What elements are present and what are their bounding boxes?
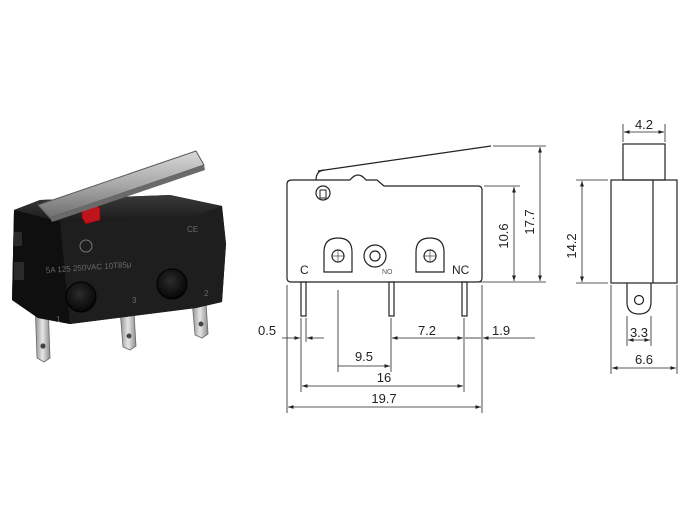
dim-side-body-height: 14.2 — [564, 233, 579, 258]
terminal-number-1: 1 — [56, 315, 61, 324]
mount-hole-right — [156, 268, 188, 300]
front-mount-no — [363, 244, 387, 268]
side-terminal — [626, 283, 652, 315]
dim-pin-spacing-c-nc: 16 — [377, 370, 391, 385]
front-dimension-lines — [282, 145, 546, 413]
switch-body: CE 5A 125 250VAC 10T85μ 1 3 2 — [12, 195, 226, 324]
dim-terminal-width: 3.3 — [630, 325, 648, 340]
ce-mark: CE — [187, 225, 198, 234]
mount-hole-left — [65, 281, 97, 313]
pin-label-no: NO — [382, 269, 393, 276]
side-dimension-lines — [576, 124, 678, 374]
dim-pin-spacing-no-nc: 7.2 — [418, 323, 436, 338]
dim-pin-width: 0.5 — [258, 323, 276, 338]
side-body — [610, 179, 678, 284]
front-mount-nc — [415, 237, 445, 273]
pin-no — [388, 281, 395, 317]
front-lever — [317, 145, 492, 172]
switch-photo: CE 5A 125 250VAC 10T85μ 1 3 2 — [12, 150, 226, 363]
dim-pin-spacing-c-no: 9.5 — [355, 349, 373, 364]
front-mount-c — [323, 237, 353, 273]
pin-nc — [461, 281, 468, 317]
dim-pin-offset-nc: 1.9 — [492, 323, 510, 338]
dim-actuator-width: 4.2 — [635, 117, 653, 132]
side-view-drawing — [610, 143, 678, 315]
terminal-number-2: 2 — [204, 289, 209, 298]
dim-overall-height: 17.7 — [522, 209, 537, 234]
pin-label-c: C — [300, 263, 309, 277]
terminal-number-3: 3 — [132, 296, 137, 305]
dim-side-body-width: 6.6 — [635, 352, 653, 367]
front-view-drawing — [286, 145, 492, 317]
pin-label-nc: NC — [452, 263, 470, 277]
pin-c — [300, 281, 307, 317]
front-body-outline — [286, 174, 483, 283]
dim-body-length: 19.7 — [371, 391, 396, 406]
side-actuator — [622, 143, 666, 181]
dim-height-pin-center: 10.6 — [496, 223, 511, 248]
